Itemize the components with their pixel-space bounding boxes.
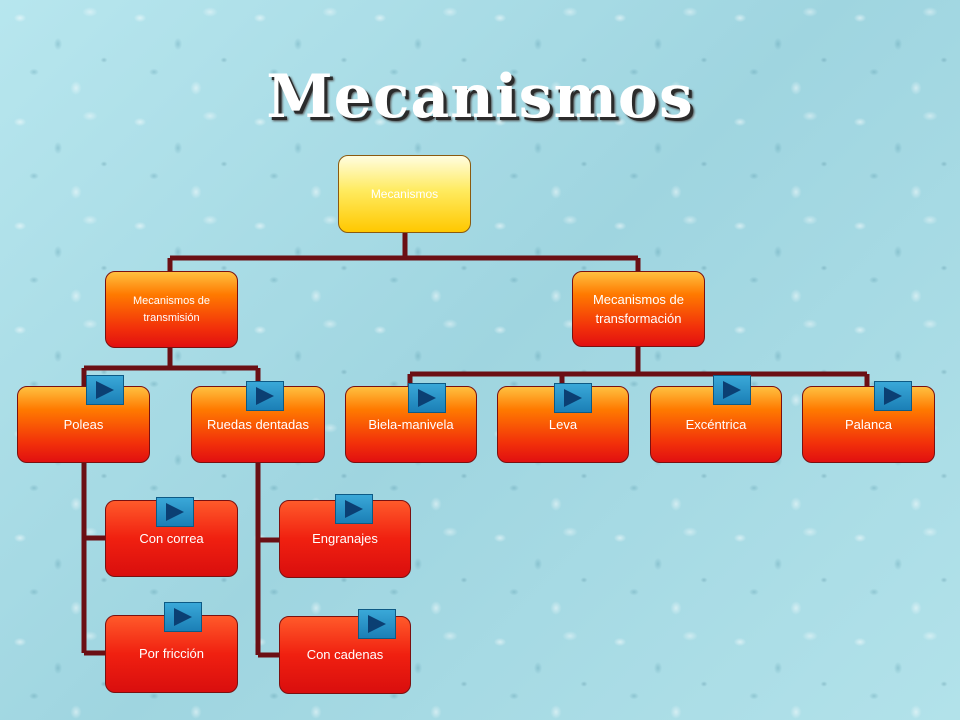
node-label: Palanca	[845, 417, 892, 432]
connector-ruedas	[255, 462, 280, 658]
play-icon	[256, 387, 274, 405]
play-button-por-friccion[interactable]	[164, 602, 202, 632]
play-button-poleas[interactable]	[86, 375, 124, 405]
node-poleas: Poleas	[17, 386, 150, 463]
node-label: Poleas	[63, 417, 104, 432]
play-icon	[345, 500, 363, 518]
node-mecanismos-transformacion: Mecanismos de transformación	[572, 271, 705, 347]
node-label: Mecanismos de transformación	[592, 291, 685, 327]
node-label: Excéntrica	[685, 417, 747, 432]
node-label: Leva	[548, 417, 578, 432]
node-con-cadenas: Con cadenas	[279, 616, 411, 694]
play-icon	[884, 387, 902, 405]
node-label: Biela-manivela	[368, 417, 454, 432]
play-button-leva[interactable]	[554, 383, 592, 413]
play-icon	[166, 503, 184, 521]
play-button-excentrica[interactable]	[713, 375, 751, 405]
play-button-con-cadenas[interactable]	[358, 609, 396, 639]
node-label: Con correa	[139, 530, 204, 546]
play-icon	[174, 608, 192, 626]
play-icon	[96, 381, 114, 399]
node-palanca: Palanca	[802, 386, 935, 463]
play-button-con-correa[interactable]	[156, 497, 194, 527]
node-mecanismos-transmision: Mecanismos de transmisión	[105, 271, 238, 348]
node-label: Mecanismos de transmisión	[132, 295, 211, 324]
node-label: Con cadenas	[306, 647, 384, 663]
node-label: Engranajes	[312, 531, 378, 547]
connector-root	[167, 232, 641, 272]
connector-transformacion	[407, 346, 870, 386]
node-label: Ruedas dentadas	[207, 417, 309, 432]
play-button-engranajes[interactable]	[335, 494, 373, 524]
play-icon	[368, 615, 386, 633]
node-engranajes: Engranajes	[279, 500, 411, 578]
connector-poleas	[81, 462, 106, 656]
play-button-palanca[interactable]	[874, 381, 912, 411]
page-title: Mecanismos	[266, 62, 694, 132]
play-icon	[723, 381, 741, 399]
play-button-ruedas-dentadas[interactable]	[246, 381, 284, 411]
play-icon	[564, 389, 582, 407]
node-label: Por fricción	[138, 646, 205, 662]
node-label: Mecanismos	[370, 187, 439, 201]
node-root: Mecanismos	[338, 155, 471, 233]
play-button-biela-manivela[interactable]	[408, 383, 446, 413]
connector-transmision	[81, 347, 261, 387]
play-icon	[418, 389, 436, 407]
